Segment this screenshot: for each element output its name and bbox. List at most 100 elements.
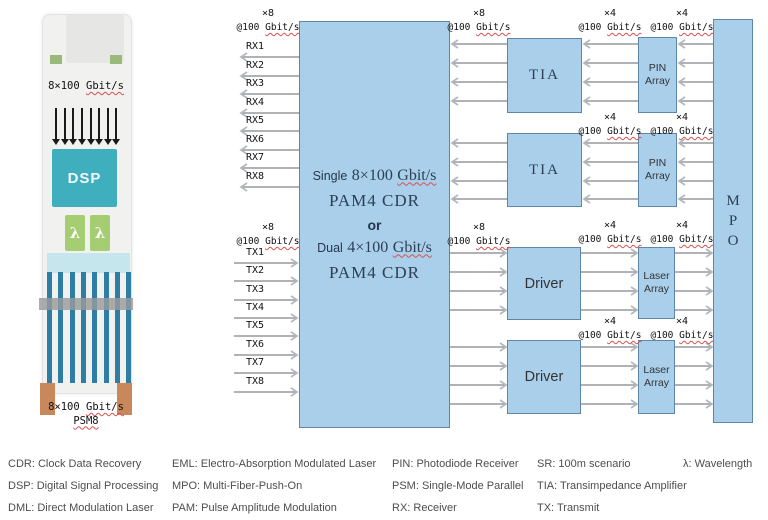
dsp-label: DSP (67, 169, 102, 187)
rate-label-tx-in: ×8 @100 Gbit/s (236, 220, 300, 249)
tx-port-label: TX2 (246, 265, 265, 276)
at-rate: @100 (578, 234, 602, 245)
tx-port-label: TX8 (246, 376, 265, 387)
fiber (115, 272, 120, 383)
fiber (81, 272, 86, 383)
rate-label-tia-pin-2: ×4 @100 Gbit/s (578, 110, 642, 139)
at-rate: @100 (650, 126, 674, 137)
cdr-dual-unit: Gbit/s (392, 238, 432, 256)
at-rate: @100 (447, 236, 471, 247)
fiber (92, 272, 97, 383)
rate-label-driver-laser-2: ×4 @100 Gbit/s (578, 314, 642, 343)
module-bottom-rate-line: 8×100 Gbit/s (30, 401, 142, 415)
transmit-path-lines (450, 248, 714, 409)
tx-port-label: TX1 (246, 247, 265, 258)
wavelength-chip-1: λ (65, 215, 85, 251)
rate-label-tia-pin-1: ×4 @100 Gbit/s (578, 6, 642, 35)
fiber (126, 272, 131, 383)
cdr-dual-rate: 4×100 (347, 238, 389, 256)
rate-unit: Gbit/s (607, 22, 642, 33)
legend-item-sr: SR: 100m scenario (537, 458, 631, 470)
rate-value: @100 Gbit/s (578, 21, 642, 35)
multiplier: ×8 (472, 8, 486, 19)
legend-item-pin: PIN: Photodiode Receiver (392, 458, 519, 470)
rate-value: @100 Gbit/s (578, 329, 642, 343)
legend-item-rx: RX: Receiver (392, 502, 457, 514)
rate-unit: Gbit/s (476, 236, 511, 247)
down-arrow-icon (87, 108, 95, 145)
fiber (70, 272, 75, 383)
rate-label-rx-in: ×8 @100 Gbit/s (236, 6, 300, 35)
cdr-line-dual: Dual 4×100 Gbit/s (317, 239, 432, 257)
rx-output-lines (239, 52, 299, 192)
tx-port-label: TX6 (246, 339, 265, 350)
driver-block-1: Driver (507, 247, 581, 320)
fiber-clamp-band (39, 298, 133, 310)
rate-value: @100 Gbit/s (236, 21, 300, 35)
legend-column-4: SR: 100m scenario TIA: Transimpedance Am… (537, 453, 687, 519)
connector-foot-left (40, 383, 55, 415)
at-rate: @100 (236, 22, 260, 33)
multiplier: ×4 (675, 8, 689, 19)
tia-block-1: TIA (507, 38, 582, 113)
driver-label: Driver (524, 275, 564, 292)
pin-word: PIN (648, 156, 667, 169)
array-word: Array (644, 75, 671, 87)
multiplier: ×4 (675, 112, 689, 123)
at-rate: @100 (578, 126, 602, 137)
rate-unit: Gbit/s (607, 126, 642, 137)
legend-item-eml: EML: Electro-Absorption Modulated Laser (172, 458, 377, 470)
rate-label-laser-mpo-2: ×4 @100 Gbit/s (650, 314, 714, 343)
driver-block-2: Driver (507, 340, 581, 414)
multiplier: ×8 (472, 222, 486, 233)
cdr-line-single: Single 8×100 Gbit/s (313, 167, 437, 185)
rate-unit: Gbit/s (607, 234, 642, 245)
pin-word: PIN (648, 61, 667, 74)
multiplier: ×4 (603, 8, 617, 19)
rate-value: @100 Gbit/s (236, 235, 300, 249)
down-arrow-icon (78, 108, 86, 145)
rate-label-cdr-tia: ×8 @100 Gbit/s (447, 6, 511, 35)
rate-unit: Gbit/s (679, 22, 714, 33)
rx-port-label: RX1 (246, 41, 265, 52)
multiplier: ×8 (261, 8, 275, 19)
legend-column-1: CDR: Clock Data Recovery DSP: Digital Si… (8, 453, 158, 519)
rate-value: @100 Gbit/s (650, 21, 714, 35)
multiplier: ×8 (261, 222, 275, 233)
rate-label-cdr-driver: ×8 @100 Gbit/s (447, 220, 511, 249)
multiplier: ×4 (603, 112, 617, 123)
rate-value: @100 Gbit/s (650, 125, 714, 139)
laser-word: Laser (643, 363, 670, 376)
down-arrow-icon (61, 108, 69, 145)
legend-column-2: EML: Electro-Absorption Modulated Laser … (172, 453, 376, 519)
at-rate: @100 (650, 330, 674, 341)
at-rate: @100 (578, 22, 602, 33)
tx-port-label: TX5 (246, 320, 265, 331)
rate-label-laser-mpo-1: ×4 @100 Gbit/s (650, 218, 714, 247)
connector-foot-right (117, 383, 132, 415)
module-bottom-type: PSM8 (73, 414, 99, 427)
rx-port-label: RX8 (246, 171, 265, 182)
lambda-icon: λ (69, 224, 81, 242)
multiplier: ×4 (603, 220, 617, 231)
rate-unit: Gbit/s (476, 22, 511, 33)
module-top-rate-label: 8×100 Gbit/s (40, 80, 132, 94)
cdr-single-rate: 8×100 (351, 166, 393, 184)
cdr-single-prefix: Single (312, 168, 348, 183)
module-bottom-rate: 8×100 (48, 401, 80, 413)
legend-item-dsp: DSP: Digital Signal Processing (8, 480, 159, 492)
array-word: Array (644, 170, 671, 182)
at-rate: @100 (578, 330, 602, 341)
rx-port-label: RX5 (246, 115, 265, 126)
rx-port-label: RX3 (246, 78, 265, 89)
lambda-icon: λ (94, 224, 106, 242)
